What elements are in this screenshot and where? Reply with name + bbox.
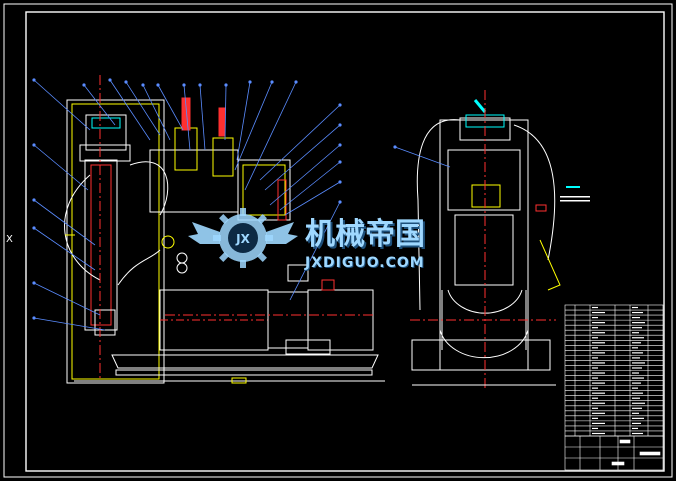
side-marker: X [6,234,13,245]
gear-logo-icon: JX [188,208,298,268]
drawing-frame [3,3,673,478]
watermark: JX 机械帝国 机械帝国 JXDIGUO.COM JXDIGUO.COM [188,208,427,272]
watermark-name: 机械帝国 [305,217,425,252]
section-mark [560,186,590,202]
watermark-url-shadow: JXDIGUO.COM [305,256,426,272]
side-view [393,90,561,390]
parts-list-table [564,304,664,437]
logo-letters: JX [235,232,250,246]
watermark-name-shadow: 机械帝国 [307,219,427,254]
watermark-url: JXDIGUO.COM [304,255,425,271]
front-callouts [33,79,341,331]
title-block [564,435,664,471]
front-callout-markers [32,78,342,320]
